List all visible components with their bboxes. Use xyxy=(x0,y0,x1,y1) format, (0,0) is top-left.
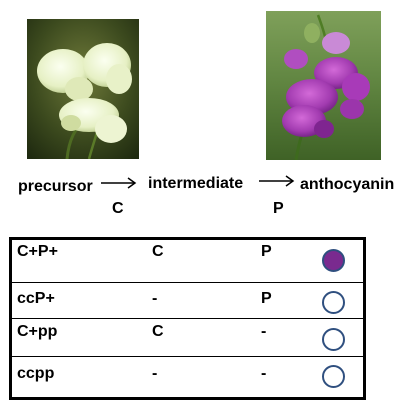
white-sweet-pea-icon xyxy=(27,19,139,159)
genotype-cell: C+P+ xyxy=(17,243,58,260)
gene-p-cell: P xyxy=(261,290,272,307)
intermediate-label: intermediate xyxy=(148,175,244,192)
gene-p-label: P xyxy=(273,200,284,217)
genotype-phenotype-table: C+P+ C P ccP+ - P C+pp C - ccpp - - xyxy=(9,237,366,400)
purple-sweet-pea-icon xyxy=(266,11,381,160)
table-row: C+P+ C P xyxy=(12,240,363,278)
phenotype-circle-icon xyxy=(322,328,345,351)
gene-c-cell: C xyxy=(152,323,164,340)
gene-p-cell: - xyxy=(261,365,267,382)
gene-p-cell: - xyxy=(261,323,267,340)
table-row: ccP+ - P xyxy=(12,282,363,320)
arrow-right-icon xyxy=(259,175,295,187)
table-row: ccpp - - xyxy=(12,356,363,394)
white-flower-photo xyxy=(27,19,139,159)
table-row: C+pp C - xyxy=(12,318,363,356)
gene-p-cell: P xyxy=(261,243,272,260)
phenotype-circle-icon xyxy=(322,249,345,272)
anthocyanin-label: anthocyanin xyxy=(300,176,395,193)
purple-flower-photo xyxy=(266,11,381,160)
genotype-cell: C+pp xyxy=(17,323,58,340)
precursor-label: precursor xyxy=(18,178,93,195)
genotype-cell: ccP+ xyxy=(17,290,55,307)
phenotype-circle-icon xyxy=(322,365,345,388)
gene-c-cell: - xyxy=(152,365,158,382)
arrow-right-icon xyxy=(101,177,137,189)
gene-c-label: C xyxy=(112,200,124,217)
gene-c-cell: C xyxy=(152,243,164,260)
genotype-cell: ccpp xyxy=(17,365,55,382)
gene-c-cell: - xyxy=(152,290,158,307)
phenotype-circle-icon xyxy=(322,291,345,314)
